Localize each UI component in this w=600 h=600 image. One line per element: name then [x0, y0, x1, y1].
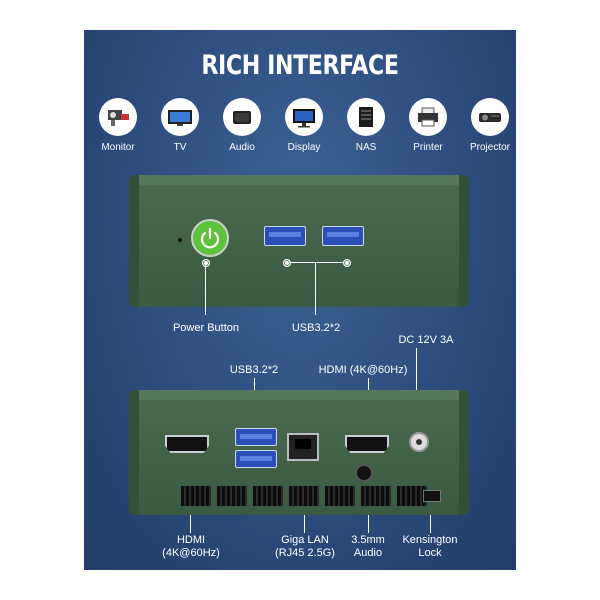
- display-icon: [285, 98, 323, 136]
- hdmi-bottom-label-1: HDMI: [176, 534, 206, 546]
- power-button[interactable]: [191, 219, 229, 257]
- kensington-label-1: Kensington: [402, 534, 458, 546]
- device-label-tv: TV: [173, 142, 187, 153]
- device-label-display: Display: [287, 142, 321, 153]
- device-label-projector: Projector: [469, 142, 510, 153]
- nas-icon: [347, 98, 385, 136]
- device-label-printer: Printer: [413, 142, 443, 153]
- lan-label-1: Giga LAN: [281, 534, 329, 546]
- power-callout-dot: [202, 259, 210, 267]
- front-usb-label: USB3.2*2: [291, 322, 341, 334]
- device-label-audio: Audio: [229, 142, 255, 153]
- tv-icon: [161, 98, 199, 136]
- front-usb-port-2: [322, 226, 364, 246]
- lan-label-2: (RJ45 2.5G): [275, 547, 335, 559]
- rear-usb-port-2: [235, 450, 277, 468]
- device-front: [129, 175, 469, 307]
- power-icon: [200, 227, 220, 249]
- dc-jack: [409, 432, 429, 452]
- rear-usb-label: USB3.2*2: [229, 364, 279, 376]
- front-usb-port-1: [264, 226, 306, 246]
- status-led: [178, 238, 182, 242]
- product-panel: RICH INTERFACE Monitor TV Audio Display …: [84, 30, 516, 570]
- speaker-icon: [223, 98, 261, 136]
- monitor-icon: [99, 98, 137, 136]
- page-title: RICH INTERFACE: [201, 50, 399, 81]
- rear-hdmi-port-1: [165, 435, 209, 453]
- device-label-monitor: Monitor: [101, 142, 135, 153]
- power-button-label: Power Button: [172, 322, 240, 334]
- device-rear: [129, 390, 469, 515]
- device-icons-row: Monitor TV Audio Display NAS Printer Pro…: [84, 98, 516, 158]
- audio-label-2: Audio: [353, 547, 383, 559]
- hdmi-top-label: HDMI (4K@60Hz): [318, 364, 408, 376]
- audio-jack: [355, 464, 373, 482]
- device-label-nas: NAS: [355, 142, 377, 153]
- audio-label-1: 3.5mm: [351, 534, 385, 546]
- kensington-label-2: Lock: [418, 547, 442, 559]
- rear-usb-port-1: [235, 428, 277, 446]
- dc-label: DC 12V 3A: [398, 334, 454, 346]
- hdmi-bottom-label-2: (4K@60Hz): [162, 547, 220, 559]
- printer-icon: [409, 98, 447, 136]
- lan-port: [287, 433, 319, 461]
- kensington-lock: [423, 490, 441, 502]
- rear-hdmi-port-2: [345, 435, 389, 453]
- projector-icon: [471, 98, 509, 136]
